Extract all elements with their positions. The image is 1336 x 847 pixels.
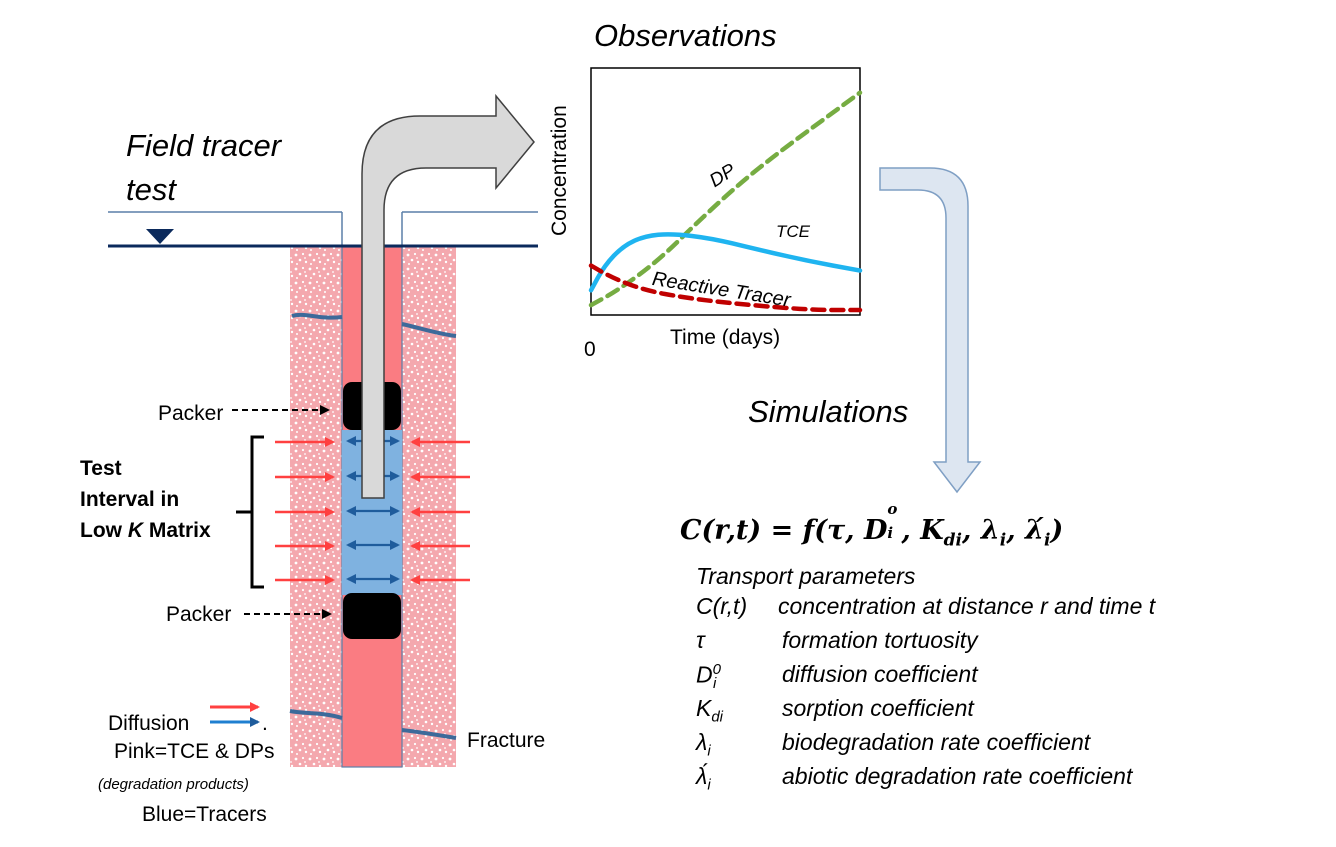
packer-bottom-label: Packer [166, 603, 232, 626]
parameter-symbol: λi [696, 729, 711, 760]
legend-pink-label: Pink=TCE & DPs [114, 740, 275, 763]
parameter-symbol: τ [696, 627, 705, 653]
parameter-symbol: C(r,t) [696, 593, 748, 619]
legend-dot: . [262, 712, 268, 735]
legend-degradation-note: (degradation products) [98, 776, 249, 793]
series-line-reactive-tracer [588, 263, 863, 313]
parameter-symbol: λ́i [696, 763, 711, 794]
parameter-symbol: D0i [696, 661, 721, 693]
fracture-lower [289, 709, 343, 720]
chart-y-axis-label: Concentration [548, 105, 571, 236]
water-table-icon [146, 229, 174, 244]
chart-frame [590, 67, 861, 316]
matrix-left [290, 247, 342, 767]
test-interval-label-line3: Low K Matrix [80, 519, 211, 542]
chart-series-group [588, 90, 863, 313]
simulations-title: Simulations [748, 394, 909, 429]
parameter-description: sorption coefficient [782, 695, 974, 721]
legend-blue-label: Blue=Tracers [142, 803, 267, 826]
observations-title: Observations [594, 18, 777, 53]
simulation-arrow [879, 167, 982, 494]
packer-bottom [343, 593, 401, 639]
red-diffusion-arrows [275, 437, 470, 585]
fracture-upper [291, 312, 343, 320]
fracture-label: Fracture [467, 729, 546, 752]
field-tracer-title-line2: test [126, 172, 176, 207]
packer-top-label: Packer [158, 402, 224, 425]
parameter-description: biodegradation rate coefficient [782, 729, 1091, 755]
parameter-description: concentration at distance r and time t [778, 593, 1156, 619]
parameter-description: formation tortuosity [782, 627, 978, 653]
legend-diffusion-label: Diffusion [108, 712, 190, 735]
parameter-description: diffusion coefficient [782, 661, 978, 687]
chart-x-axis-label: Time (days) [670, 326, 781, 349]
parameter-symbol: Kdi [696, 695, 724, 726]
field-tracer-title-line1: Field tracer [126, 128, 282, 163]
test-interval-label-line1: Test [80, 457, 122, 480]
pipe-arrow [361, 93, 535, 499]
test-interval-bracket [236, 435, 264, 589]
parameter-description: abiotic degradation rate coefficient [782, 763, 1133, 789]
chart-x-origin-tick: 0 [584, 338, 596, 361]
series-line-dp [588, 90, 863, 308]
test-interval-label-line2: Interval in [80, 488, 180, 511]
parameters-heading: Transport parameters [696, 563, 916, 589]
series-label-tce: TCE [776, 222, 810, 241]
